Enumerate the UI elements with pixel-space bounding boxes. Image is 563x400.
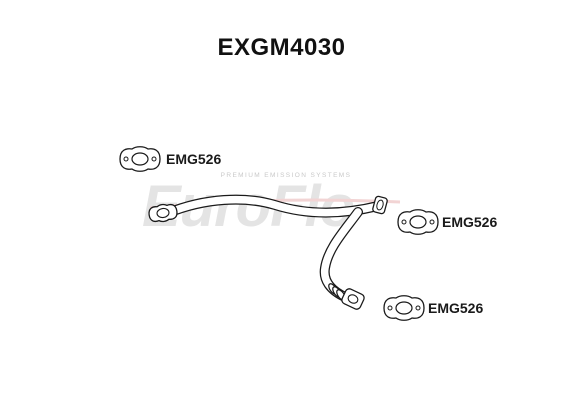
exhaust-pipe-drawing <box>148 194 388 310</box>
gasket-icon <box>383 295 425 321</box>
part-number-title: EXGM4030 <box>217 34 346 61</box>
gasket-label-top-left: EMG526 <box>166 151 222 167</box>
gasket-label-right: EMG526 <box>442 214 498 230</box>
gasket-label-bottom-right: EMG526 <box>428 300 484 316</box>
gasket-icon <box>397 209 439 235</box>
logo-tagline: PREMIUM EMISSION SYSTEMS <box>220 172 352 179</box>
gasket-icon <box>119 146 161 172</box>
